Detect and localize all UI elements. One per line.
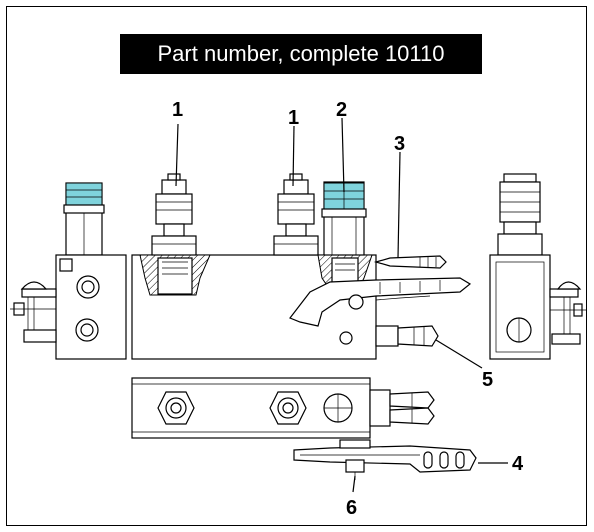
callout-1-center: 1 [288, 107, 299, 129]
coupling-2 [321, 181, 367, 256]
left-side-view [10, 182, 127, 360]
coupling-1-center [273, 173, 319, 256]
bottom-view [131, 377, 477, 480]
shutoff-lever [289, 277, 472, 345]
leader-1b [292, 125, 295, 187]
callout-6: 6 [346, 497, 357, 519]
leader-5 [435, 339, 483, 369]
part-number-title: Part number, complete 10110 [120, 34, 482, 74]
leader-6 [352, 475, 356, 493]
callout-3: 3 [394, 133, 405, 155]
leader-1a [175, 123, 179, 187]
hose-barb-3 [373, 255, 447, 269]
leader-lines [175, 117, 508, 493]
hose-barb-5 [375, 325, 439, 347]
left-view-coupling-band [65, 182, 103, 206]
callout-5: 5 [482, 369, 493, 391]
right-side-view [489, 173, 586, 360]
callout-4: 4 [512, 453, 524, 475]
front-view [131, 173, 472, 360]
callout-2: 2 [336, 99, 347, 121]
leader-3 [397, 151, 401, 259]
leader-2 [341, 117, 345, 193]
coupling-1-left [151, 173, 197, 256]
callout-1-left: 1 [172, 99, 183, 121]
